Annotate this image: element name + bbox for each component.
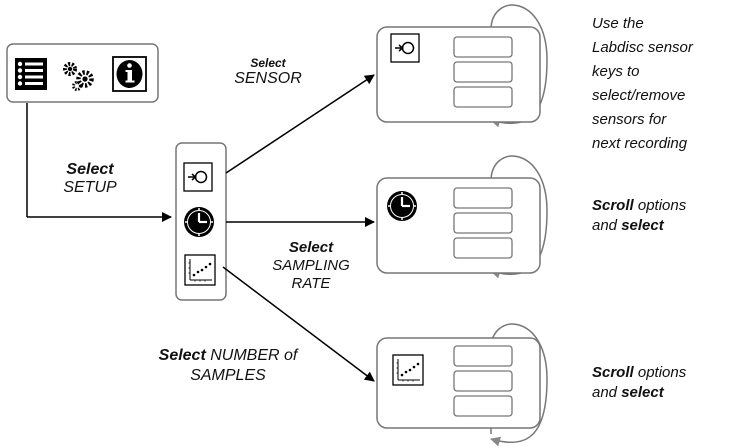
sensor-keys-note: Use the Labdisc sensor keys to select/re… xyxy=(592,15,693,152)
list-icon xyxy=(15,58,47,90)
arrow-to-samples xyxy=(222,266,375,382)
scatter-plot-icon xyxy=(184,254,216,286)
samples-scroll-note: Scroll options and select xyxy=(592,364,687,401)
select-sensor-label: Select SENSOR xyxy=(234,56,302,87)
rate-panel xyxy=(376,155,548,279)
clock-icon xyxy=(182,205,216,239)
gears-icon xyxy=(63,62,94,91)
sensor-icon xyxy=(183,162,213,192)
select-rate-label: Select SAMPLING RATE xyxy=(272,239,350,292)
samples-panel xyxy=(376,323,548,447)
select-setup-label: Select SETUP xyxy=(63,161,117,196)
arrow-to-sensor xyxy=(225,74,375,174)
setup-arrow xyxy=(26,103,172,222)
info-icon xyxy=(112,56,147,92)
sensor-panel xyxy=(376,4,548,128)
rate-scroll-note: Scroll options and select xyxy=(592,197,687,234)
select-samples-label: Select NUMBER of SAMPLES xyxy=(158,347,298,384)
